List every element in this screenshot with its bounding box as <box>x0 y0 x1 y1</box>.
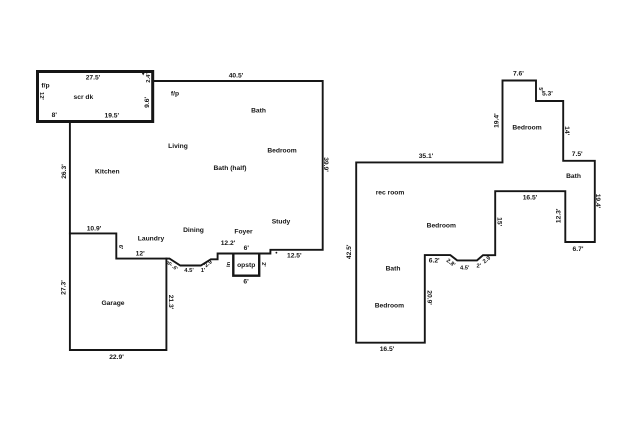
svg-text:12.5': 12.5' <box>287 253 302 260</box>
svg-text:6': 6' <box>244 245 250 252</box>
svg-text:16.5': 16.5' <box>523 194 538 201</box>
svg-text:2.4': 2.4' <box>146 73 152 83</box>
svg-text:10.9': 10.9' <box>87 226 102 233</box>
svg-text:.8': .8' <box>168 261 174 267</box>
svg-text:42.5': 42.5' <box>346 244 353 259</box>
svg-text:Bath: Bath <box>566 173 581 180</box>
svg-text:Bedroom: Bedroom <box>512 125 541 132</box>
svg-text:Bedroom: Bedroom <box>267 147 296 154</box>
svg-text:5.3': 5.3' <box>542 90 553 97</box>
svg-text:Laundry: Laundry <box>138 235 165 242</box>
svg-text:27.3': 27.3' <box>61 280 68 295</box>
svg-text:Bath (half): Bath (half) <box>213 165 246 172</box>
svg-text:14': 14' <box>563 126 570 135</box>
svg-text:Foyer: Foyer <box>234 229 253 236</box>
svg-text:Living: Living <box>168 143 188 150</box>
svg-text:12': 12' <box>38 92 44 100</box>
svg-text:.6': .6' <box>170 264 178 272</box>
svg-text:in: in <box>226 261 232 267</box>
svg-text:6.2': 6.2' <box>429 258 440 265</box>
svg-text:7.6': 7.6' <box>513 71 524 78</box>
svg-text:9.6': 9.6' <box>144 97 151 108</box>
svg-text:Bath: Bath <box>386 266 401 273</box>
svg-text:19.5': 19.5' <box>104 112 119 119</box>
svg-text:Kitchen: Kitchen <box>95 169 120 176</box>
svg-text:19.4': 19.4' <box>594 194 601 209</box>
svg-text:Study: Study <box>272 218 291 225</box>
svg-text:16.5': 16.5' <box>380 346 395 353</box>
svg-text:2.9': 2.9' <box>482 254 494 265</box>
svg-text:f/p: f/p <box>41 83 49 90</box>
svg-text:4.5': 4.5' <box>460 265 470 271</box>
svg-text:12': 12' <box>136 251 145 258</box>
svg-text:12.3': 12.3' <box>556 208 563 223</box>
svg-text:scr dk: scr dk <box>74 94 94 101</box>
svg-text:26.3': 26.3' <box>61 164 68 179</box>
svg-text:6': 6' <box>117 245 123 250</box>
svg-text:5': 5' <box>537 87 543 91</box>
svg-text:8': 8' <box>52 112 58 119</box>
svg-text:rec room: rec room <box>376 189 405 196</box>
svg-text:Dining: Dining <box>183 227 204 234</box>
svg-text:4.5': 4.5' <box>184 268 194 274</box>
svg-text:39.9': 39.9' <box>322 157 329 172</box>
svg-text:Garage: Garage <box>101 300 124 307</box>
svg-text:f/p: f/p <box>171 91 179 98</box>
svg-text:22.9': 22.9' <box>109 354 124 361</box>
svg-text:Bedroom: Bedroom <box>375 303 404 310</box>
svg-text:Bedroom: Bedroom <box>427 223 456 230</box>
svg-text:12.2': 12.2' <box>221 240 236 247</box>
svg-text:Bath: Bath <box>251 107 266 114</box>
svg-text:6.7': 6.7' <box>573 246 584 253</box>
svg-text:opstp: opstp <box>237 262 255 269</box>
svg-text:35.1': 35.1' <box>419 153 434 160</box>
svg-text:7.5': 7.5' <box>572 151 583 158</box>
svg-text:2': 2' <box>260 262 266 267</box>
svg-text:19.4': 19.4' <box>494 113 501 128</box>
svg-text:2.9': 2.9' <box>204 258 216 269</box>
svg-text:27.5': 27.5' <box>86 75 101 82</box>
svg-text:1': 1' <box>201 268 206 274</box>
svg-text:6': 6' <box>243 278 249 285</box>
svg-text:20.9': 20.9' <box>425 290 432 305</box>
svg-text:40.5': 40.5' <box>229 72 244 79</box>
svg-text:21.3': 21.3' <box>167 295 174 310</box>
svg-text:2': 2' <box>476 264 481 270</box>
svg-text:2.8': 2.8' <box>445 258 457 269</box>
svg-text:15': 15' <box>496 217 503 226</box>
